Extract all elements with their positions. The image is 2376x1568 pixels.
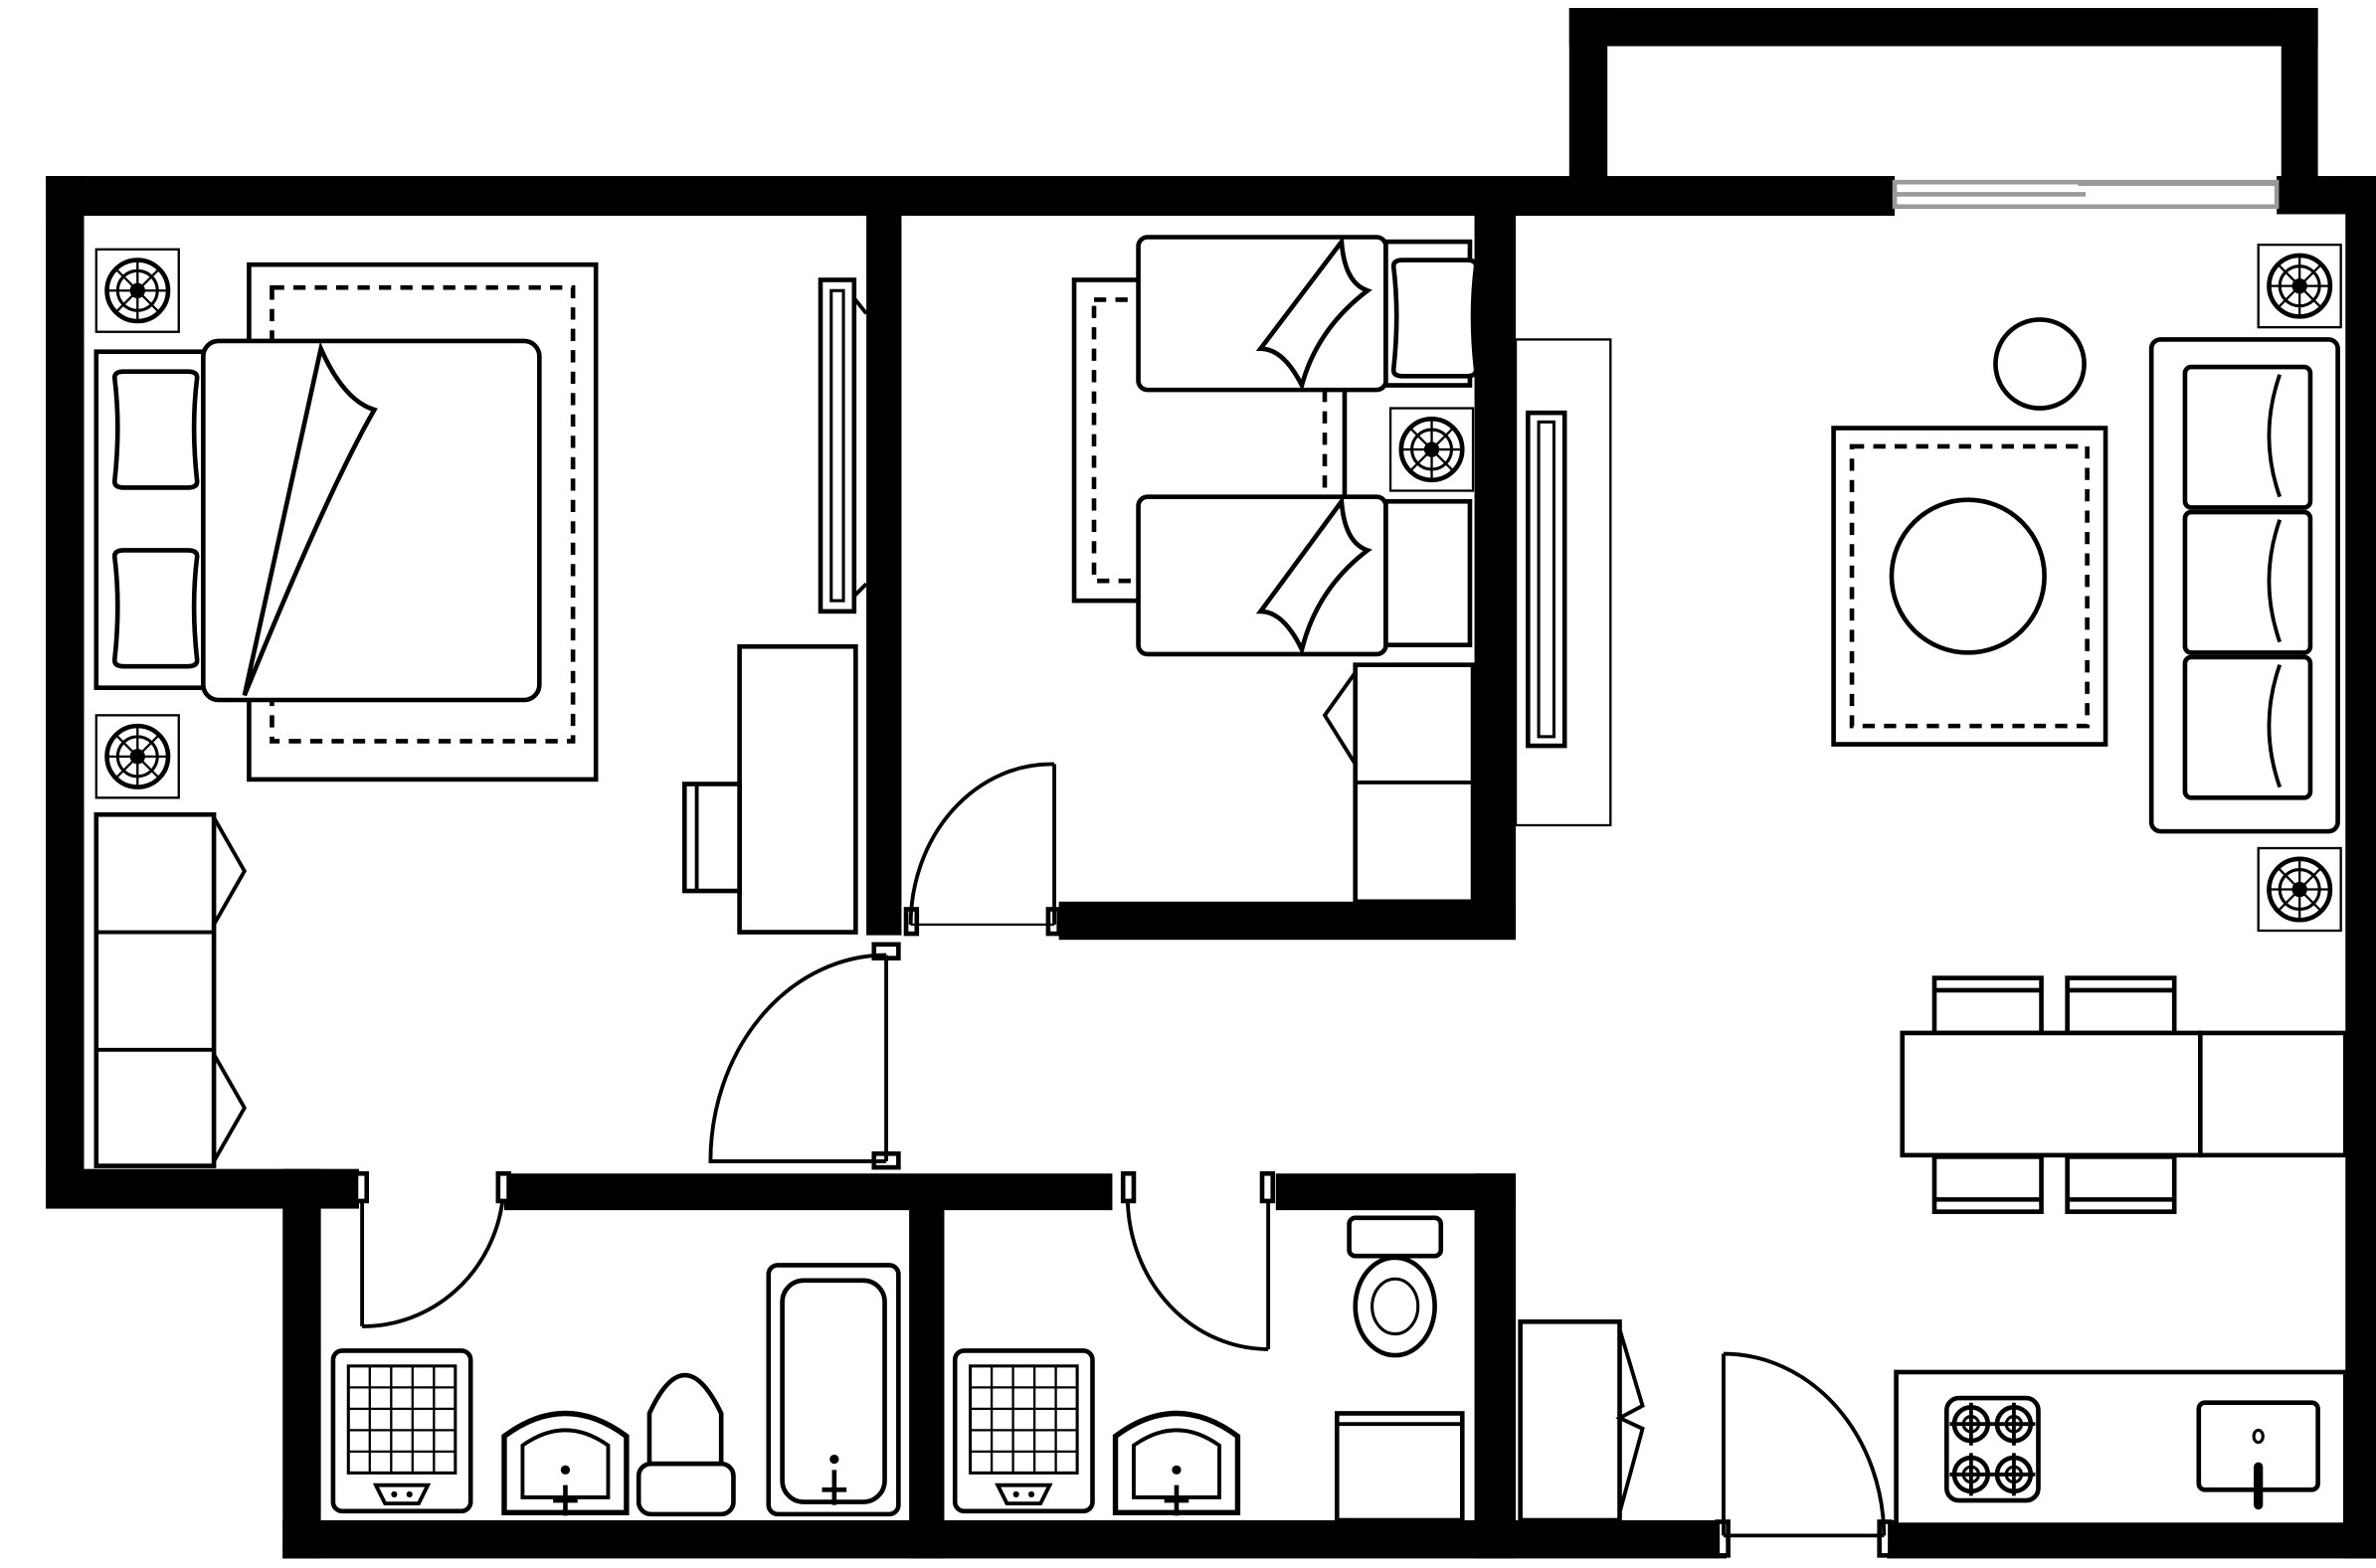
- dining-table-icon: [1900, 978, 2348, 1212]
- toilet-icon: [636, 1372, 736, 1517]
- wardrobe-icon: [1322, 662, 1476, 905]
- plant-icon: [2259, 848, 2341, 931]
- plant-icon: [2259, 245, 2341, 327]
- toilet-icon: [1347, 1215, 1444, 1358]
- shower-tray-icon: [955, 1350, 1092, 1510]
- door-swing-icon[interactable]: [1120, 1170, 1276, 1351]
- plant-icon: [96, 715, 179, 797]
- coffee-table-icon: [1831, 426, 2108, 747]
- side-table-icon: [1993, 317, 2087, 411]
- desk-icon: [681, 643, 858, 935]
- wardrobe-icon: [93, 811, 248, 1168]
- shower-tray-icon: [333, 1350, 470, 1510]
- plant-icon: [96, 250, 179, 332]
- sink-icon: [504, 1413, 627, 1515]
- walls: [46, 8, 2376, 1559]
- tv-cabinet-icon: [818, 277, 868, 614]
- door-swing-icon[interactable]: [903, 762, 1061, 937]
- bed-icon: [1071, 235, 1476, 657]
- stove-icon: [1943, 1395, 2041, 1503]
- door-swing-icon[interactable]: [1715, 1351, 1893, 1558]
- balcony-window: [1892, 179, 2280, 210]
- laundry-cabinet-icon: [1334, 1411, 1465, 1523]
- door-swing-icon[interactable]: [708, 942, 901, 1170]
- tv-cabinet-icon: [1514, 338, 1612, 827]
- sofa-icon: [2148, 337, 2340, 834]
- refrigerator-icon: [1518, 1318, 1645, 1523]
- door-swing-icon[interactable]: [353, 1170, 511, 1328]
- sink-icon: [2196, 1400, 2320, 1510]
- bed-icon: [93, 261, 599, 783]
- bathtub-icon: [766, 1263, 901, 1517]
- sink-icon: [1116, 1413, 1238, 1515]
- plant-icon: [1390, 409, 1473, 491]
